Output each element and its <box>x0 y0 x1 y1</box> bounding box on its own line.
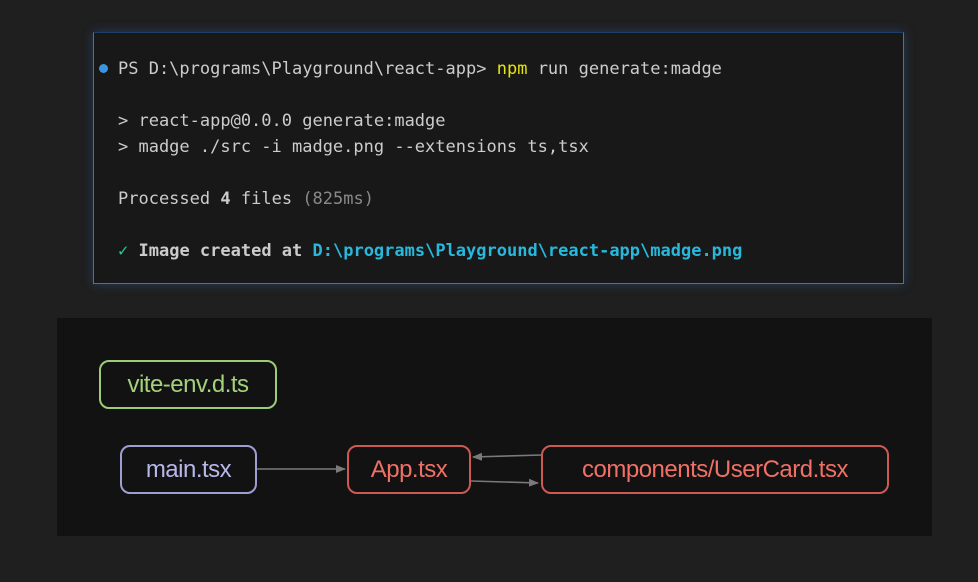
edge-usercard-to-app <box>472 452 543 461</box>
result-line: ✓ Image created at D:\programs\Playgroun… <box>118 240 742 262</box>
processed-count: 4 <box>220 189 231 209</box>
processed-suffix: files <box>240 189 293 209</box>
node-app: App.tsx <box>347 445 471 494</box>
processed-prefix: Processed <box>118 189 211 209</box>
prompt-text: PS D:\programs\Playground\react-app> <box>118 59 487 79</box>
command-program: npm <box>496 59 528 79</box>
node-user-card: components/UserCard.tsx <box>541 445 889 494</box>
dependency-graph-image: vite-env.d.ts main.tsx App.tsx component… <box>57 318 932 536</box>
edge-app-to-usercard <box>470 478 539 487</box>
result-message: Image created at <box>138 241 303 261</box>
result-path-link[interactable]: D:\programs\Playground\react-app\madge.p… <box>312 241 743 261</box>
node-main: main.tsx <box>120 445 257 494</box>
command-status-dot-icon[interactable] <box>99 64 108 73</box>
processed-duration: (825ms) <box>302 189 374 209</box>
processed-line: Processed 4 files (825ms) <box>118 188 374 210</box>
graph-edges <box>257 452 543 487</box>
prompt-line: PS D:\programs\Playground\react-app> npm… <box>118 58 722 80</box>
terminal-panel[interactable]: PS D:\programs\Playground\react-app> npm… <box>93 32 904 284</box>
script-line-command: > madge ./src -i madge.png --extensions … <box>118 137 589 157</box>
node-vite-env: vite-env.d.ts <box>99 360 277 409</box>
command-args: run generate:madge <box>537 59 722 79</box>
script-line-name: > react-app@0.0.0 generate:madge <box>118 111 446 131</box>
checkmark-icon: ✓ <box>118 241 129 261</box>
